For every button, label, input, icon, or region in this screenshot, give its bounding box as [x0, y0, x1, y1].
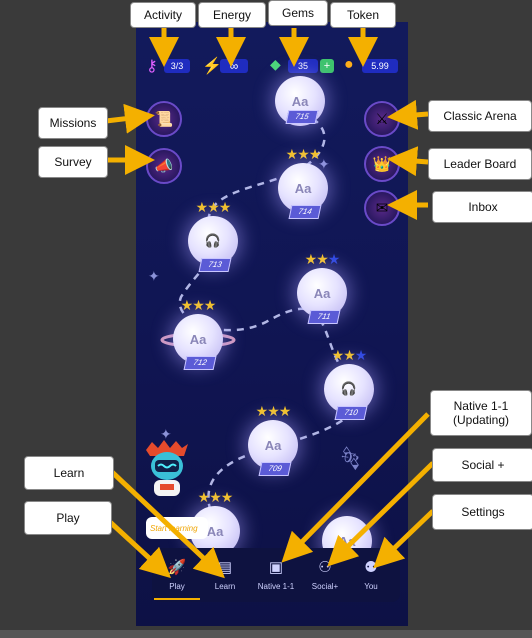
callout-inbox: Inbox — [432, 191, 532, 223]
avatar — [146, 440, 188, 496]
level-number: 711 — [307, 310, 341, 324]
level-node-715[interactable]: Aa 715 — [275, 76, 325, 126]
tab-learn[interactable]: ▤ Learn — [202, 552, 248, 598]
sparkle-icon: ✦ — [160, 426, 172, 442]
star-rating: ★★★ — [255, 403, 292, 419]
headphones-icon: 🎧 — [188, 216, 238, 266]
gems-counter: 35 — [288, 59, 318, 73]
video-chat-icon: ▣ — [268, 559, 284, 576]
callout-survey: Survey — [38, 146, 108, 178]
callout-gems: Gems — [268, 0, 328, 26]
add-gems-button[interactable]: + — [320, 59, 334, 73]
star-rating: ★★★ — [197, 489, 234, 505]
megaphone-icon: 📣 — [154, 158, 174, 175]
callout-classic-arena: Classic Arena — [428, 100, 532, 132]
swords-icon: ⚔ — [375, 111, 389, 128]
user-settings-icon: ⚉ — [364, 559, 378, 576]
classic-arena-button[interactable]: ⚔ — [364, 101, 400, 137]
sparkle-icon: ✦ — [148, 268, 160, 284]
level-node-713[interactable]: ★★★ 🎧 713 — [188, 199, 238, 272]
book-icon: ▤ — [217, 559, 233, 576]
tab-label: Learn — [214, 582, 236, 591]
callout-activity: Activity — [130, 2, 196, 28]
level-number: 710 — [334, 406, 368, 420]
level-node-712[interactable]: ★★★ Aa 712 — [173, 297, 223, 370]
lightning-icon: ⚡ — [202, 58, 222, 75]
lesson-icon: Aa — [248, 420, 298, 470]
callout-token: Token — [330, 2, 396, 28]
scroll-icon: 📜 — [154, 111, 174, 128]
callout-learn: Learn — [24, 456, 114, 490]
level-number: 713 — [198, 258, 232, 272]
tab-native[interactable]: ▣ Native 1-1 — [250, 552, 302, 598]
callout-missions: Missions — [38, 107, 108, 139]
tab-label: Social+ — [311, 582, 339, 591]
tab-play[interactable]: 🚀 Play — [154, 552, 200, 600]
lesson-icon: Aa — [173, 314, 223, 364]
key-icon: ⚷ — [146, 58, 158, 75]
bottom-tab-bar: 🚀 Play ▤ Learn ▣ Native 1-1 ⚇ Social+ ⚉ … — [152, 548, 400, 602]
coin-icon: ● — [344, 56, 354, 73]
survey-button[interactable]: 📣 — [146, 148, 182, 184]
envelope-icon: ✉ — [375, 200, 389, 217]
star-rating: ★★★ — [180, 297, 217, 313]
star-rating: ★★★ — [285, 146, 322, 162]
star-rating: ★★★ — [195, 199, 232, 215]
callout-energy: Energy — [198, 2, 266, 28]
rocket-icon: 🚀 — [167, 559, 187, 576]
tab-social[interactable]: ⚇ Social+ — [302, 552, 348, 598]
callout-leader-board: Leader Board — [428, 148, 532, 180]
level-number: 715 — [285, 110, 319, 124]
lesson-icon: Aa — [297, 268, 347, 318]
level-node-714[interactable]: ★★★ Aa 714 — [278, 146, 328, 219]
tab-label: Native 1-1 — [257, 582, 295, 591]
star-rating: ★★★ — [304, 251, 341, 267]
level-node-711[interactable]: ★★★ Aa 711 — [297, 251, 347, 324]
token-counter: 5.99 — [362, 59, 398, 73]
level-number: 714 — [288, 205, 322, 219]
start-learning-button[interactable]: Start learning — [146, 517, 208, 539]
status-bar: ⚷ 3/3 ⚡ ∞ ◆ 35 + ● 5.99 — [140, 55, 402, 77]
headphones-icon: 🎧 — [324, 364, 374, 414]
missions-button[interactable]: 📜 — [146, 101, 182, 137]
taskbar — [0, 630, 532, 638]
callout-social: Social + — [432, 448, 532, 482]
lesson-icon: Aa — [278, 163, 328, 213]
level-number: 709 — [258, 462, 292, 476]
inbox-button[interactable]: ✉ — [364, 190, 400, 226]
callout-native: Native 1-1 (Updating) — [430, 390, 532, 436]
callout-play: Play — [24, 501, 112, 535]
energy-counter: ∞ — [220, 59, 248, 73]
gem-icon: ◆ — [270, 56, 281, 72]
tab-label: Play — [169, 582, 185, 591]
leader-board-button[interactable]: 👑 — [364, 146, 400, 182]
crown-icon: 👑 — [372, 156, 392, 173]
people-icon: ⚇ — [318, 559, 332, 576]
callout-settings: Settings — [432, 494, 532, 530]
level-number: 712 — [183, 356, 217, 370]
tab-you[interactable]: ⚉ You — [348, 552, 394, 598]
tab-label: You — [364, 582, 378, 591]
activity-counter: 3/3 — [164, 59, 190, 73]
level-node-709[interactable]: ★★★ Aa 709 — [248, 403, 298, 476]
star-rating: ★★★ — [331, 347, 368, 363]
level-node-710[interactable]: ★★★ 🎧 710 — [324, 347, 374, 420]
